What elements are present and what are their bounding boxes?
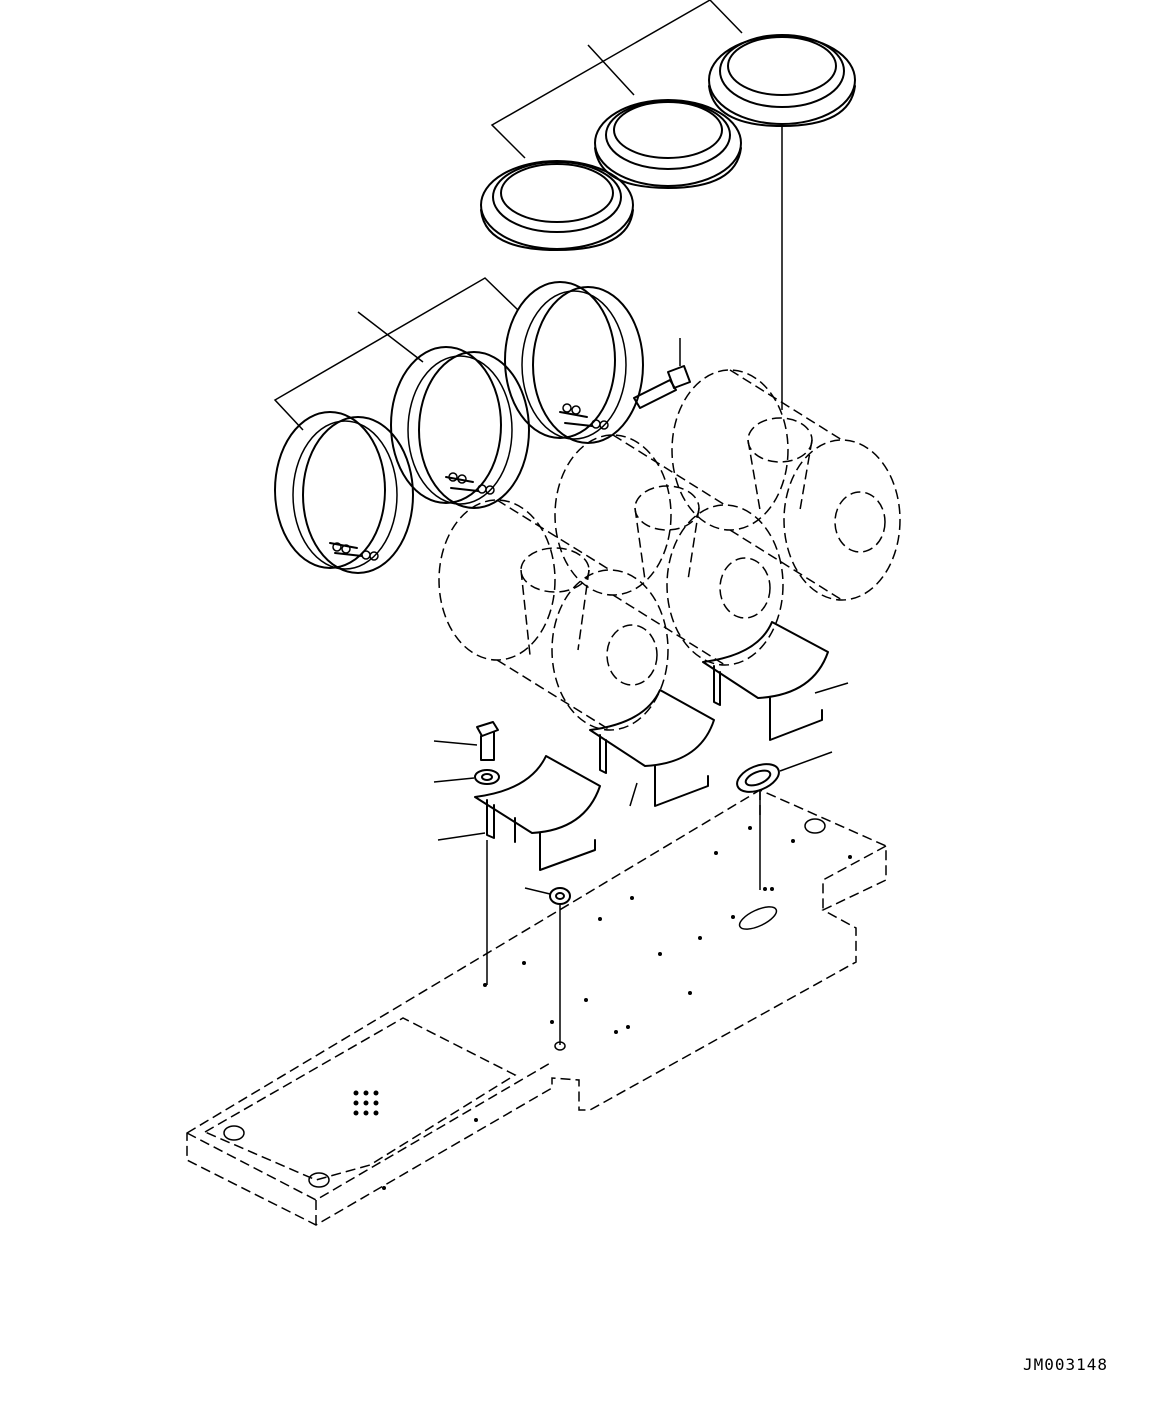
air-cleaner-body-2: [554, 434, 784, 666]
air-cleaner-body-1: [438, 499, 669, 731]
base-plate: [186, 789, 887, 1226]
air-cleaner-body-group: [438, 369, 901, 731]
band-clamp-1: [274, 411, 414, 574]
washer: [433, 769, 500, 785]
cover-leader: [490, 0, 743, 159]
clamp-leader: [273, 277, 519, 431]
mount-bolt: [433, 721, 499, 761]
cover-3: [708, 34, 856, 127]
bracket-3: [702, 621, 829, 741]
drawing-code-label: JM003148: [1023, 1355, 1109, 1374]
nut: [524, 887, 571, 905]
grommet: [736, 751, 833, 793]
bracket-1: [474, 755, 601, 871]
band-clamp-3: [504, 281, 644, 444]
air-cleaner-body-3: [671, 369, 901, 601]
air-cleaner-cover-group: [480, 0, 856, 410]
band-clamp-2: [390, 346, 530, 509]
long-bolt: [633, 338, 691, 409]
cover-1: [480, 160, 634, 251]
bracket-2: [589, 689, 715, 807]
bracket-group: [437, 621, 849, 871]
cover-2: [594, 99, 742, 189]
band-clamp-group: [273, 277, 644, 574]
